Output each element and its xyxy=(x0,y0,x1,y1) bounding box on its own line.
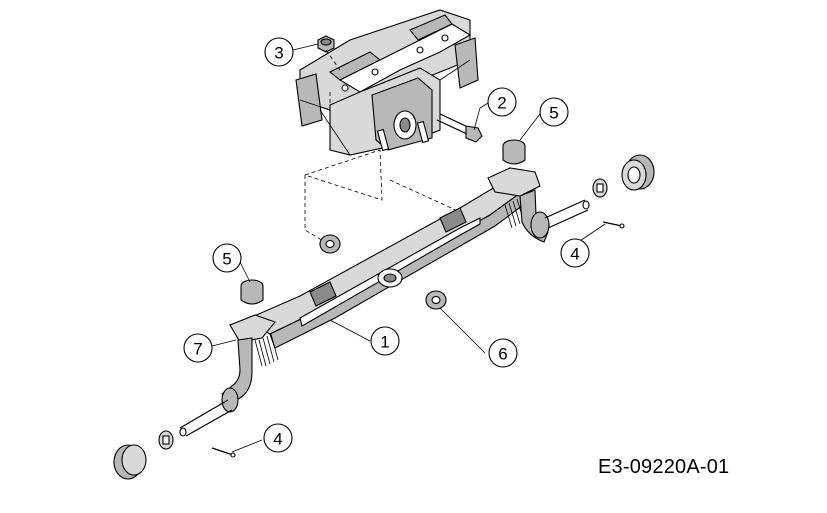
left-hub-cap xyxy=(113,444,147,480)
callout-circle xyxy=(264,37,294,67)
callout-circle xyxy=(487,87,517,117)
callout-circle xyxy=(560,238,590,268)
callout-label: 6 xyxy=(498,345,507,364)
washer-part-6-upper xyxy=(319,234,341,254)
callout-label: 7 xyxy=(193,340,202,359)
left-washer xyxy=(158,430,174,450)
axle-beam-part-1 xyxy=(243,177,532,367)
callout-7: 7 xyxy=(183,333,213,363)
nut-part-3 xyxy=(317,35,335,53)
callout-group: 1 2 3 4 4 5 5 6 7 xyxy=(183,37,590,453)
mounting-bracket xyxy=(295,9,479,156)
callout-2: 2 xyxy=(487,87,517,117)
callout-6: 6 xyxy=(488,338,518,368)
callout-label: 4 xyxy=(570,245,579,264)
callout-circle xyxy=(539,97,569,127)
callout-5b: 5 xyxy=(212,243,242,273)
washer-part-6 xyxy=(425,290,447,310)
left-spindle-part-7 xyxy=(179,314,276,437)
right-washer xyxy=(592,178,608,198)
left-hatching xyxy=(254,333,279,367)
callout-label: 3 xyxy=(274,44,283,63)
right-spindle xyxy=(487,167,590,243)
drawing-code: E3-09220A-01 xyxy=(598,456,730,478)
callout-label: 5 xyxy=(549,104,558,123)
callout-circle xyxy=(183,333,213,363)
callout-3: 3 xyxy=(264,37,294,67)
callout-circle xyxy=(370,326,400,356)
cap-part-5-right xyxy=(502,139,526,165)
right-hub-cap xyxy=(621,154,655,191)
bolt-part-2 xyxy=(436,113,483,143)
cap-part-5-left xyxy=(240,279,264,305)
callout-1: 1 xyxy=(370,326,400,356)
callout-5a: 5 xyxy=(539,97,569,127)
callout-label: 1 xyxy=(380,333,389,352)
cotter-pin-part-4-right xyxy=(602,221,625,229)
callout-label: 4 xyxy=(273,430,282,449)
callout-circle xyxy=(488,338,518,368)
callout-4a: 4 xyxy=(560,238,590,268)
cotter-pin-part-4-left xyxy=(211,447,236,458)
leader-lines xyxy=(211,43,606,453)
callout-label: 5 xyxy=(222,250,231,269)
callout-circle xyxy=(212,243,242,273)
callout-label: 2 xyxy=(497,94,506,113)
callout-4b: 4 xyxy=(263,423,293,453)
callout-circle xyxy=(263,423,293,453)
